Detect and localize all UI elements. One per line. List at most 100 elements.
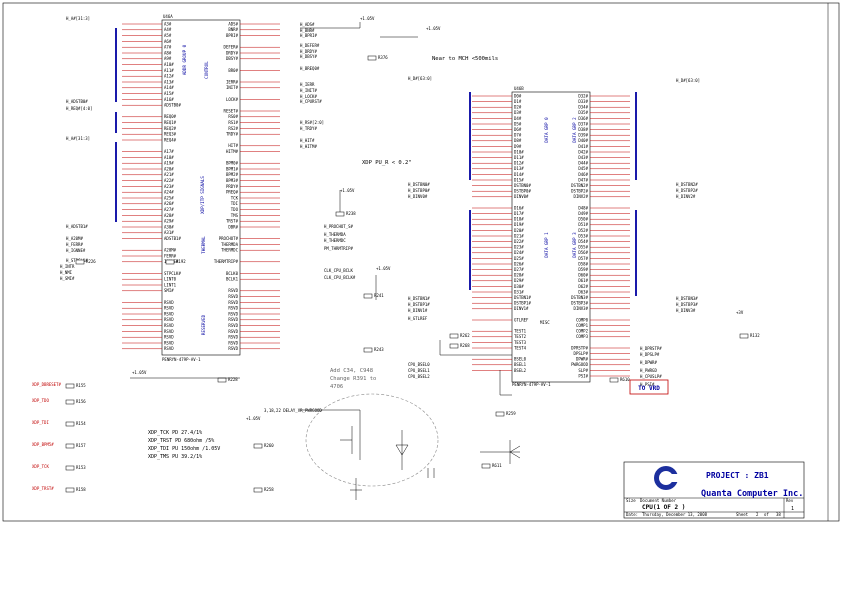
u46b-left-pin-label: D11# (514, 155, 524, 160)
power-rail-label: +1.05V (132, 370, 147, 375)
u46b-part: PENRYN-479P-AV-1 (512, 382, 551, 387)
u46a-left-pin-label: A27# (164, 207, 174, 212)
u46b-left-pin-label: DINV0# (514, 194, 529, 199)
u46a-left-pin-label: A20# (164, 166, 174, 171)
net-right: H_DEFER# (300, 43, 320, 48)
u46b-left-pin-label: D18# (514, 217, 524, 222)
u46a-left-pin-label: A24# (164, 190, 174, 195)
resistor-refdes: R155 (76, 383, 86, 388)
u46a-left-pin-label: A3# (164, 21, 172, 26)
u46a-right-pin-label: THERMTRIP# (214, 259, 239, 264)
resistor-body (217, 377, 227, 383)
u46b-left-pin-label: D15# (514, 177, 524, 182)
resistor-refdes: R262 (460, 333, 470, 338)
net-b-right: H_D#[63:0] (676, 78, 700, 83)
u46b-right-pin-label: D33# (578, 99, 588, 104)
resistor-refdes: R259 (506, 411, 516, 416)
u46b-left-pin-label: D6# (514, 127, 522, 132)
u46b-right-pin-label: D55# (578, 245, 588, 250)
u46b-left-pin-label: D25# (514, 256, 524, 261)
net-right: CLK_CPU_BCLK# (324, 275, 356, 280)
u46a-left-pin-label: A12# (164, 74, 174, 79)
u46a-right-pin-label: DBSY# (226, 56, 239, 61)
u46a-left-pin-label: A16# (164, 97, 174, 102)
net-b-right: H_DPWR# (640, 360, 657, 365)
annotation-xdp-trst: XDP_TRST PD 680ohm /5% (148, 438, 214, 444)
u46a-part: PENRYN-479P-AV-1 (162, 357, 201, 362)
u46a-left-pin-label: A13# (164, 79, 174, 84)
net-b-right: H_DSTBN2# (676, 182, 698, 187)
resistor-body (335, 211, 345, 217)
u46b-left-pin-label: D13# (514, 166, 524, 171)
resistor-refdes: R260 (264, 443, 274, 448)
u46b-left-pin-label: D27# (514, 267, 524, 272)
u46a-left-pin-label: A8# (164, 50, 172, 55)
u46a-right-pin-label: IERR# (226, 79, 239, 84)
power-rail-label: +1.05V (340, 188, 355, 193)
u46b-right-pin-label: D59# (578, 267, 588, 272)
net-b-right: H_CPUSLP# (640, 374, 662, 379)
rail-105v-top (300, 22, 361, 29)
sheet-number: 2 (756, 512, 759, 517)
net-right: H_IERR (300, 82, 315, 87)
u46b-group-1: DATA GRP 1 (544, 232, 549, 258)
u46a-right-pin-label: BPM3# (226, 178, 239, 183)
u46a-group-addr: ADDR GROUP 0 (182, 44, 187, 75)
u46a-left-pin-label: REQ2# (164, 126, 177, 131)
u46a-left-pin-label: A17# (164, 149, 174, 154)
net-right: H_HITM# (300, 144, 317, 149)
u46b-right-pin-label: D39# (578, 133, 588, 138)
company-name: Quanta Computer Inc. (701, 489, 803, 499)
u46b-left-pin-label: D4# (514, 116, 522, 121)
u46a-right-pin-label: RSVD (228, 294, 238, 299)
cpu-block-u46b (511, 91, 591, 383)
u46b-left-pin-label: D23# (514, 245, 524, 250)
net-left: H_INTR (60, 264, 75, 269)
rev-label: Rev (786, 498, 794, 503)
net-right: H_TRDY# (300, 126, 317, 131)
net-right: H_BPRI# (300, 33, 317, 38)
u46b-left-pin-label: D7# (514, 133, 522, 138)
resistor-body (449, 333, 459, 339)
u46b-right-pin-label: DSTBP2# (571, 189, 588, 194)
u46b-right-pin-label: D45# (578, 166, 588, 171)
u46b-left-pin-label: D16# (514, 205, 524, 210)
resistor-refdes: R258 (264, 487, 274, 492)
net-right: H_BNR# (300, 28, 315, 33)
sheet-label: Sheet (736, 512, 749, 517)
u46a-left-pin-label: A20M# (164, 248, 177, 253)
u46b-left-pin-label: D9# (514, 144, 522, 149)
u46a-right-pin-label: ADS# (228, 21, 238, 26)
u46a-right-pin-label: RSVD (228, 317, 238, 322)
u46a-left-pin-label: LINT1 (164, 282, 177, 287)
u46a-right-pin-label: TCK (231, 195, 239, 200)
misc-link (439, 340, 512, 356)
u46b-right-pin-label: D49# (578, 211, 588, 216)
u46a-right-pin-label: PREQ# (226, 190, 239, 195)
u46b-misc-label: MISC (540, 320, 550, 325)
power-rail-label: +3V (736, 310, 744, 315)
u46b-left-pin-label: D26# (514, 261, 524, 266)
resistor-refdes: R158 (76, 487, 86, 492)
net-right: H_CPURST# (300, 99, 322, 104)
net-b-right: H_DSTBN3# (676, 296, 698, 301)
u46a-right-pin-label: HIT# (228, 143, 238, 148)
u46a-left-pin-label: A19# (164, 161, 174, 166)
u46b-left-pin-label: TEST3 (514, 340, 527, 345)
gtlref-link (499, 370, 512, 396)
u46a-left-pin-label: SMI# (164, 288, 174, 293)
net-b-left: CPU_BSEL1 (408, 368, 430, 373)
to-vrd-box (629, 379, 669, 395)
u46a-group-thermal: THERMAL (201, 236, 206, 254)
annotation-xdp-pu: XDP PU_R < 0.2" (362, 160, 412, 166)
u46b-left-pin-label: DSTBN1# (514, 295, 531, 300)
u46a-left-pin-label: RSVD (164, 317, 174, 322)
power-rail-label: +1.05V (426, 26, 441, 31)
net-left: H_A#[31:3] (66, 16, 90, 21)
u46b-right-pin-label: D57# (578, 256, 588, 261)
u46a-left-pin-label: REQ0# (164, 114, 177, 119)
u46a-left-pin-label: REQ1# (164, 120, 177, 125)
u46a-left-pin-label: A7# (164, 45, 172, 50)
sheet-total: 38 (776, 512, 781, 517)
u46b-left-pin-label: D8# (514, 138, 522, 143)
